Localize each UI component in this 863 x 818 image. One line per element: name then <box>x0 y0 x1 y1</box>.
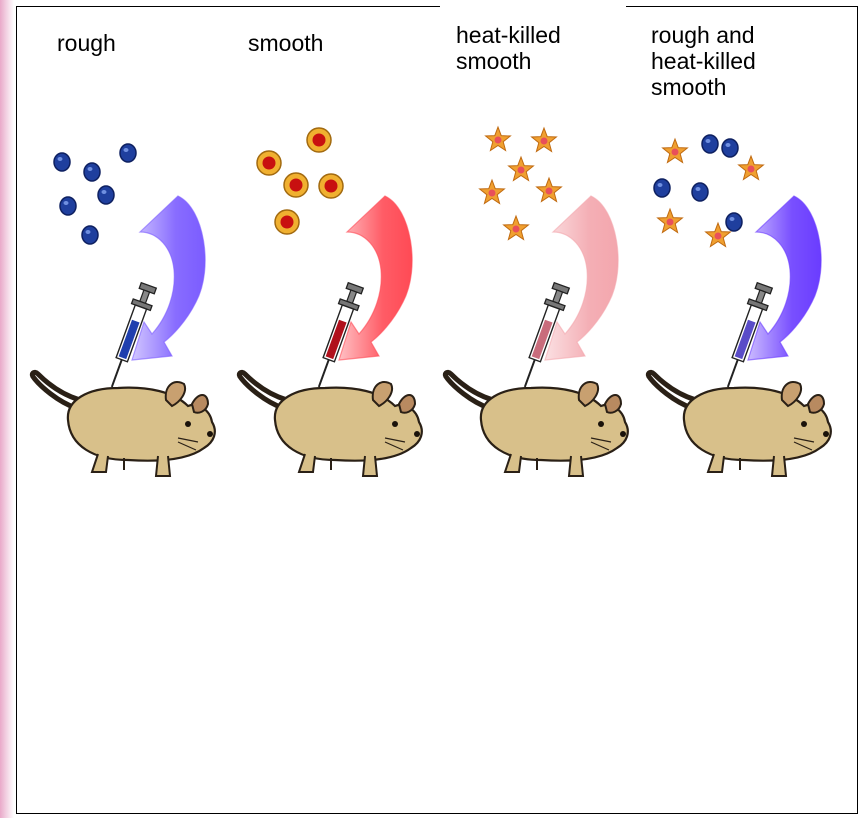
cell-highlight <box>64 201 69 205</box>
cell-center <box>546 188 553 195</box>
cell-highlight <box>696 187 701 191</box>
label-line: heat-killed <box>651 48 756 74</box>
cell-highlight <box>124 148 129 152</box>
cell-nucleus <box>290 179 303 192</box>
label-smooth: smooth <box>248 30 323 56</box>
mouse-leg <box>708 454 724 472</box>
cell-highlight <box>86 230 91 234</box>
mouse-eye <box>801 421 807 427</box>
label-line: smooth <box>248 30 323 56</box>
mouse-nose <box>620 431 626 437</box>
cell-center <box>495 137 502 144</box>
cell-center <box>748 166 755 173</box>
rough-bacterium-icon <box>692 183 708 201</box>
mouse-nose <box>207 431 213 437</box>
bacteria-group <box>480 127 562 240</box>
mouse-icon <box>445 372 627 476</box>
panel-smooth-svg <box>235 120 445 510</box>
mouse-eye <box>598 421 604 427</box>
curved-arrow-icon <box>339 196 412 360</box>
mouse-ear <box>399 395 415 413</box>
rough-bacterium-icon <box>82 226 98 244</box>
rough-bacterium-icon <box>722 139 738 157</box>
rough-bacterium-icon <box>54 153 70 171</box>
mouse-icon <box>32 372 214 476</box>
cell-center <box>715 233 722 240</box>
cell-nucleus <box>325 180 338 193</box>
mouse-leg <box>505 454 521 472</box>
mouse-body <box>684 388 831 461</box>
mouse-leg <box>299 454 315 472</box>
mouse-leg <box>772 456 786 476</box>
curved-arrow-icon <box>132 196 205 360</box>
mouse-body <box>481 388 628 461</box>
label-heat-killed: heat-killed smooth <box>456 22 561 74</box>
mouse-ear <box>605 395 621 413</box>
cell-center <box>513 226 520 233</box>
frame-gap <box>440 4 626 10</box>
label-line: smooth <box>651 74 756 100</box>
syringe-needle <box>112 360 122 387</box>
mouse-ear <box>808 395 824 413</box>
mouse-leg <box>156 456 170 476</box>
rough-bacterium-icon <box>702 135 718 153</box>
bacteria-group <box>654 135 763 247</box>
syringe-needle <box>728 360 738 387</box>
cell-nucleus <box>281 216 294 229</box>
syringe-needle <box>525 360 535 387</box>
bacteria-group <box>54 144 136 244</box>
syringe-needle <box>319 360 329 387</box>
rough-bacterium-icon <box>726 213 742 231</box>
curved-arrow-icon <box>748 196 821 360</box>
rough-bacterium-icon <box>60 197 76 215</box>
panel-mixed <box>644 120 854 510</box>
mouse-eye <box>392 421 398 427</box>
mouse-eye <box>185 421 191 427</box>
mouse-body <box>68 388 215 461</box>
rough-bacterium-icon <box>84 163 100 181</box>
mouse-icon <box>239 372 421 476</box>
cell-highlight <box>726 143 731 147</box>
mouse-leg <box>569 456 583 476</box>
panel-heat-killed <box>441 120 651 510</box>
panel-rough-svg <box>28 120 238 510</box>
label-line: heat-killed <box>456 22 561 48</box>
cell-center <box>489 190 496 197</box>
panel-smooth <box>235 120 445 510</box>
mouse-leg <box>92 454 108 472</box>
cell-nucleus <box>263 157 276 170</box>
cell-highlight <box>102 190 107 194</box>
cell-highlight <box>58 157 63 161</box>
cell-center <box>518 167 525 174</box>
rough-bacterium-icon <box>654 179 670 197</box>
label-mixed: rough and heat-killed smooth <box>651 22 756 100</box>
cell-highlight <box>658 183 663 187</box>
cell-nucleus <box>313 134 326 147</box>
cell-highlight <box>88 167 93 171</box>
rough-bacterium-icon <box>120 144 136 162</box>
mouse-icon <box>648 372 830 476</box>
bacteria-group <box>257 128 343 234</box>
mouse-nose <box>823 431 829 437</box>
cell-center <box>667 219 674 226</box>
cell-center <box>541 138 548 145</box>
cell-center <box>672 149 679 156</box>
cell-highlight <box>706 139 711 143</box>
mouse-nose <box>414 431 420 437</box>
mouse-body <box>275 388 422 461</box>
mouse-ear <box>192 395 208 413</box>
rough-bacterium-icon <box>98 186 114 204</box>
panel-mixed-svg <box>644 120 854 510</box>
panel-heat-killed-svg <box>441 120 651 510</box>
label-rough: rough <box>57 30 116 56</box>
cell-highlight <box>730 217 735 221</box>
mouse-leg <box>363 456 377 476</box>
label-line: rough and <box>651 22 756 48</box>
panel-rough <box>28 120 238 510</box>
curved-arrow-icon <box>545 196 618 360</box>
label-line: smooth <box>456 48 561 74</box>
label-line: rough <box>57 30 116 56</box>
